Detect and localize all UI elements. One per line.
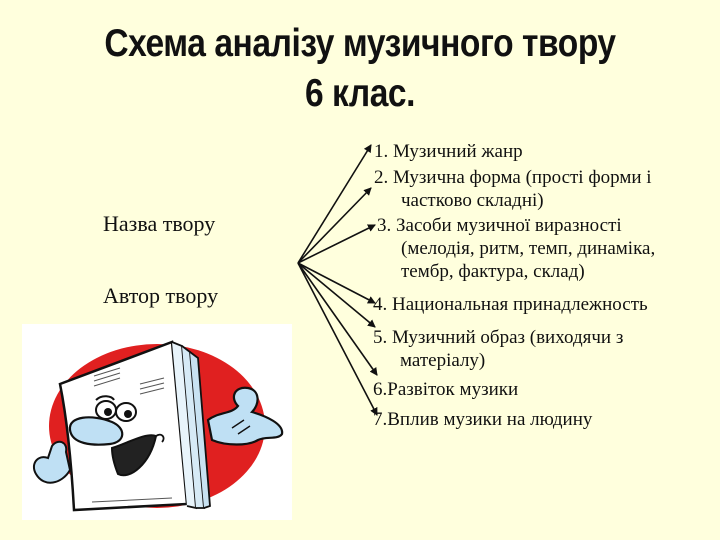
arrow-to-item-1 [297, 144, 372, 264]
work-name-label: Назва твору [103, 211, 216, 236]
analysis-item-6: 6.Развіток музики [373, 378, 518, 401]
arrow-to-item-7 [297, 262, 378, 416]
item-text: Засоби музичної виразності [396, 215, 622, 236]
item-number: 1. [374, 141, 389, 162]
item-number: 5. [373, 327, 388, 348]
item-number: 4. [373, 294, 388, 315]
analysis-item-3: 3. Засоби музичної виразності (мелодія, … [377, 214, 655, 283]
arrow-to-item-2 [297, 187, 372, 264]
item-text: Музичний жанр [393, 141, 523, 162]
analysis-item-1: 1. Музичний жанр [374, 140, 523, 163]
arrow-to-item-4 [297, 262, 376, 304]
item-text: Вплив музики на людину [387, 409, 593, 430]
arrow-to-item-6 [297, 262, 378, 376]
analysis-item-7: 7.Вплив музики на людину [373, 408, 592, 431]
item-number: 6. [373, 379, 388, 400]
arrow-to-item-5 [297, 262, 376, 328]
analysis-item-5: 5. Музичний образ (виходячи з матеріалу) [373, 326, 623, 372]
analysis-item-2: 2. Музична форма (прості форми і частков… [374, 166, 652, 212]
work-author-label: Автор твору [103, 283, 219, 308]
newspaper-character-clipart [22, 324, 292, 520]
slide-title-line1: Схема аналізу музичного твору [104, 22, 616, 65]
slide-title-line2: 6 клас. [304, 72, 416, 115]
item-continuation: частково складні) [401, 190, 544, 211]
item-text: Музична форма (прості форми і [393, 167, 652, 188]
item-number: 2. [374, 167, 389, 188]
arrow-to-item-3 [297, 224, 376, 264]
item-number: 7. [373, 409, 388, 430]
item-text: Развіток музики [387, 379, 519, 400]
item-text: Национальная принадлежность [392, 294, 648, 315]
item-continuation: тембр, фактура, склад) [401, 261, 585, 282]
item-number: 3. [377, 215, 392, 236]
item-continuation: (мелодія, ритм, темп, динаміка, [401, 238, 656, 259]
item-text: Музичний образ (виходячи з [392, 327, 624, 348]
analysis-item-4: 4. Национальная принадлежность [373, 293, 648, 316]
item-continuation: матеріалу) [400, 350, 486, 371]
